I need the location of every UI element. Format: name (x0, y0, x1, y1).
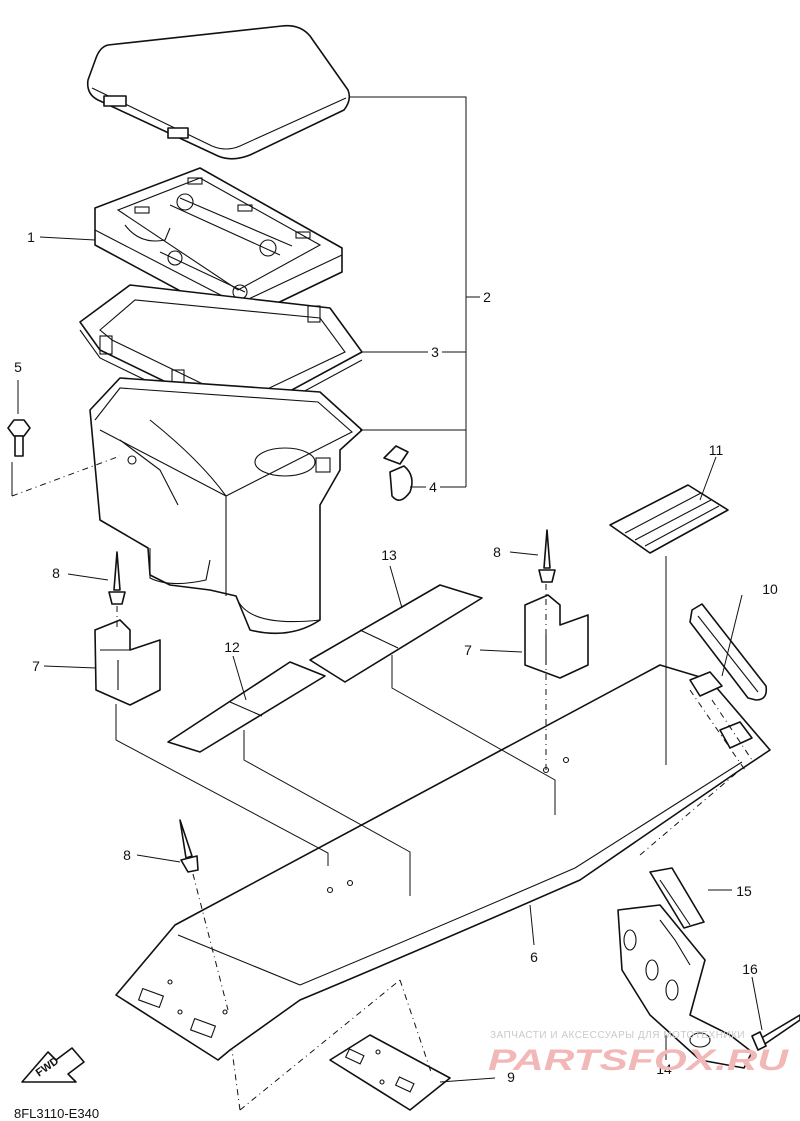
rivet-2 (538, 529, 556, 583)
watermark-tagline: ЗАПЧАСТИ И АКСЕССУАРЫ ДЛЯ МОТОТЕХНИКИ (490, 1030, 745, 1041)
callout-8-right: 8 (493, 544, 501, 560)
callout-7-left: 7 (32, 658, 40, 674)
heat-shield-bracket (617, 904, 753, 1069)
bracket-left (94, 619, 161, 706)
base-plate (115, 664, 771, 1061)
callout-3: 3 (431, 344, 439, 360)
leader-lines (17, 96, 763, 1083)
callout-8-left: 8 (52, 565, 60, 581)
callout-14: 14 (656, 1061, 672, 1077)
callout-16: 16 (742, 961, 758, 977)
callout-9: 9 (507, 1069, 515, 1085)
watermark-brand: PARTSFOX.RU (488, 1044, 790, 1077)
callout-8-bottom: 8 (123, 847, 131, 863)
damper-strip-13 (309, 584, 483, 683)
storage-box (89, 377, 363, 635)
callout-15: 15 (736, 883, 752, 899)
fwd-arrow-icon: FWD (21, 1047, 85, 1083)
callout-2: 2 (483, 289, 491, 305)
callout-5: 5 (14, 359, 22, 375)
callout-12: 12 (224, 639, 240, 655)
rubber-pad (609, 484, 729, 554)
callout-7-right: 7 (464, 642, 472, 658)
screw-part (751, 1014, 800, 1051)
callout-4: 4 (429, 479, 437, 495)
diagram-code: 8FL3110-E340 (14, 1106, 99, 1121)
clip-part (383, 445, 413, 501)
callout-1: 1 (27, 229, 35, 245)
rivet-1 (108, 551, 126, 605)
small-plate (329, 1034, 451, 1111)
tool-tray (94, 167, 343, 323)
rivet-3 (179, 819, 199, 873)
callout-11: 11 (709, 442, 724, 458)
bolt-part (7, 419, 31, 457)
installation-lines (11, 455, 753, 1111)
callout-10: 10 (762, 581, 778, 597)
rubber-block (649, 867, 705, 929)
storage-lid (86, 24, 351, 160)
damper-strip-12 (167, 661, 326, 753)
callout-13: 13 (381, 547, 397, 563)
callout-6: 6 (530, 949, 538, 965)
bracket-right (524, 594, 589, 679)
